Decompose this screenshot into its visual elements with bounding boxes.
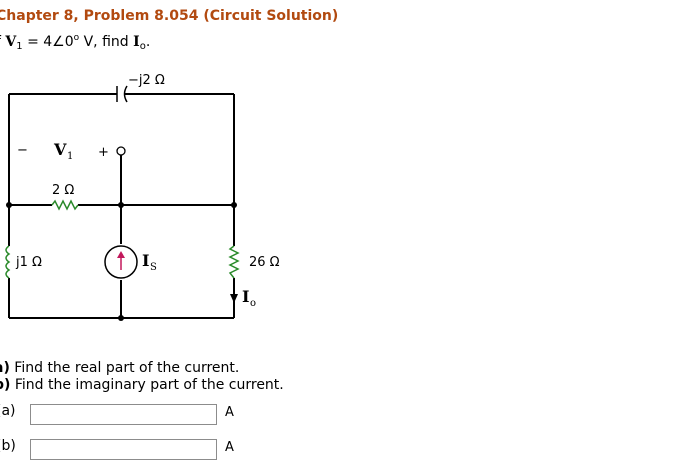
inductor-j1 xyxy=(5,245,11,279)
given-unit: V, find xyxy=(79,34,134,50)
given-degree: o xyxy=(73,33,80,43)
answer-a-label: (a) xyxy=(0,403,16,419)
circuit-diagram: −j2 Ω − V 1 + 2 Ω j1 Ω I S 26 Ω I o xyxy=(5,73,280,321)
resistor-26-ohm xyxy=(228,245,240,279)
problem-statement: f V1 = 4∠0o V, find Io. xyxy=(0,33,150,52)
current-io-label: I xyxy=(242,287,249,306)
terminal-node xyxy=(116,146,126,156)
source-subscript: S xyxy=(150,262,157,273)
find-variable: I xyxy=(133,34,140,50)
find-subscript: o xyxy=(139,41,146,52)
given-variable: V xyxy=(5,34,17,50)
given-value: = 4∠0 xyxy=(22,34,74,50)
v1-subscript: 1 xyxy=(67,151,73,162)
answer-b-unit: A xyxy=(225,440,234,455)
capacitor-label: −j2 Ω xyxy=(128,73,165,88)
inductor-label: j1 Ω xyxy=(15,255,42,270)
junction-dot xyxy=(118,202,124,208)
v1-minus-sign: − xyxy=(17,143,28,158)
current-io-subscript: o xyxy=(250,298,256,309)
resistor-26-label: 26 Ω xyxy=(249,255,280,270)
resistor-2-label: 2 Ω xyxy=(52,183,74,198)
given-subscript: 1 xyxy=(16,41,23,52)
capacitor-plate-right xyxy=(123,85,128,103)
question-b-text: Find the imaginary part of the current. xyxy=(10,377,284,393)
v1-label: V xyxy=(53,140,67,159)
junction-dot xyxy=(231,202,237,208)
junction-dot xyxy=(6,202,12,208)
current-source-arrow-head xyxy=(117,251,125,258)
problem-title: Chapter 8, Problem 8.054 (Circuit Soluti… xyxy=(0,8,339,24)
junction-dot xyxy=(118,315,124,321)
v1-plus-sign: + xyxy=(98,145,109,160)
answer-b-input[interactable] xyxy=(30,439,217,460)
answer-b-label: (b) xyxy=(0,438,16,454)
question-b-tag: b) xyxy=(0,377,11,393)
question-a-text: Find the real part of the current. xyxy=(9,360,240,376)
question-b: b) Find the imaginary part of the curren… xyxy=(0,377,284,393)
answer-a-input[interactable] xyxy=(30,404,217,425)
given-prefix: f xyxy=(0,34,5,50)
question-a-tag: a) xyxy=(0,360,10,376)
resistor-2-ohm xyxy=(51,199,79,211)
answer-a-unit: A xyxy=(225,405,234,420)
io-arrow-head xyxy=(230,294,238,303)
question-a: a) Find the real part of the current. xyxy=(0,360,239,376)
source-label: I xyxy=(142,251,149,270)
find-end: . xyxy=(145,34,151,50)
